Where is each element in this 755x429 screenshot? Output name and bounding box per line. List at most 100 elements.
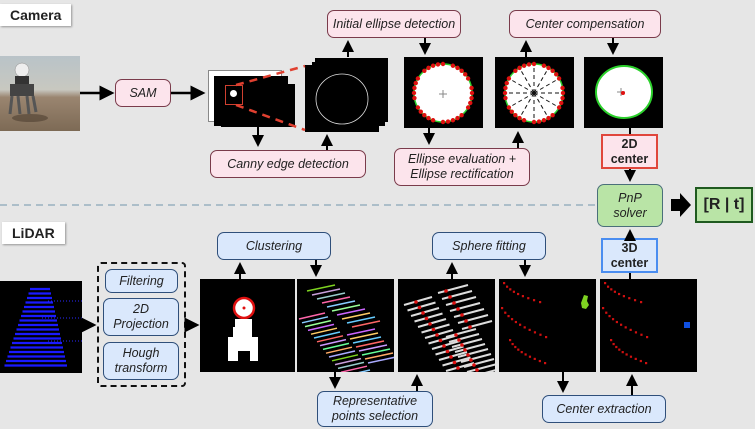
fitted-point [505,285,509,288]
representative-point [464,319,468,323]
zoom-region-box [225,85,243,105]
representative-point [469,358,473,362]
rim-point [521,118,527,123]
cluster-line [337,361,365,370]
fitted-point [602,307,605,310]
scan-segment [461,320,493,330]
rim-point [536,119,542,124]
scan-segment [445,362,475,372]
canny-edge-detection-box: Canny edge detection [210,150,366,178]
hough-result-image [200,279,295,372]
rim-point [559,100,564,106]
rim-point [541,63,547,68]
fitted-point [608,315,611,318]
arrow-pnp-to-output [671,193,691,217]
rim-point [503,95,508,101]
representative-point [472,363,476,367]
camera-input-image [0,56,80,131]
scan-segment [407,301,436,312]
ellipse-rectification-image [495,57,574,128]
initial-ellipse-detection-box: Initial ellipse detection [327,10,461,38]
cluster-line [316,292,346,300]
fitted-point [610,339,613,342]
rim-point [546,65,551,71]
scan-segment [442,356,471,367]
rim-point [459,113,464,118]
rim-point [465,76,471,81]
fitted-point [501,307,504,310]
rim-point [502,90,508,96]
center-extraction-image [600,279,697,372]
rim-point [426,65,431,71]
fitted-point [613,290,617,293]
cluster-line [313,331,341,339]
cluster-line [346,316,376,324]
fitted-point [606,285,610,288]
cluster-line [306,284,336,292]
representative-point [463,348,467,352]
rim-point [412,95,417,101]
pnp-line1: PnP [618,191,642,206]
fitted-point [510,318,514,321]
fitted-point [533,357,536,361]
edge-image [305,65,379,132]
scan-segment [454,343,486,353]
cluster-line [349,332,379,340]
fitted-point [624,326,627,329]
rim-point [435,62,441,67]
scan-segment [424,329,454,339]
representative-point [424,316,429,321]
scan-segment [457,348,489,358]
rim-point [513,68,518,73]
fitted-point [618,348,621,351]
cluster-line [334,357,362,366]
rim-point [469,90,475,96]
scan-segment [441,290,473,300]
center-compensation-image [584,57,663,128]
fitted-point [538,359,541,363]
cluster-line [331,304,361,312]
fitted-point [611,318,615,321]
fitted-point [639,359,642,363]
ellipse-evaluation-box: Ellipse evaluation + Ellipse rectificati… [394,148,530,186]
rim-point [521,63,527,68]
representative-point [475,368,479,372]
representative-point [442,344,446,348]
representative-point [444,289,448,293]
scan-segment [431,340,461,350]
rim-point [455,65,460,71]
cluster-line [367,356,394,364]
camera-section-label: Camera [0,4,72,26]
fitted-point [523,326,526,329]
rim-point [450,118,456,123]
center-3d-line1: 3D [621,241,638,256]
hough-line2: transform [114,361,168,375]
representative-point [445,349,450,354]
fitted-point [605,311,608,314]
rim-point [459,68,464,73]
scan-segment [437,284,469,294]
rim-point [506,105,512,110]
center-extraction-box: Center extraction [542,395,666,423]
fitted-point [514,320,517,324]
sphere-fit-points [501,282,589,365]
center-2d-line2: center [610,151,649,166]
rim-point [415,105,421,110]
cluster-line [328,350,356,358]
cluster-line [325,346,353,354]
pnp-solver-box: PnP solver [597,184,663,227]
scan-segment [421,323,450,334]
rim-point [412,85,417,91]
fitted-point [612,342,615,346]
fitted-point [539,333,542,336]
cluster-line [311,288,341,296]
hough-line1: Hough [122,346,160,360]
representative-point [435,333,439,337]
fitted-point [527,297,530,300]
compensated-ellipse [595,65,653,119]
fitted-point [645,362,648,365]
lidar-input-image [0,281,82,373]
fitted-point [517,292,520,296]
sam-box: SAM [115,79,171,107]
cluster-line [304,319,332,328]
